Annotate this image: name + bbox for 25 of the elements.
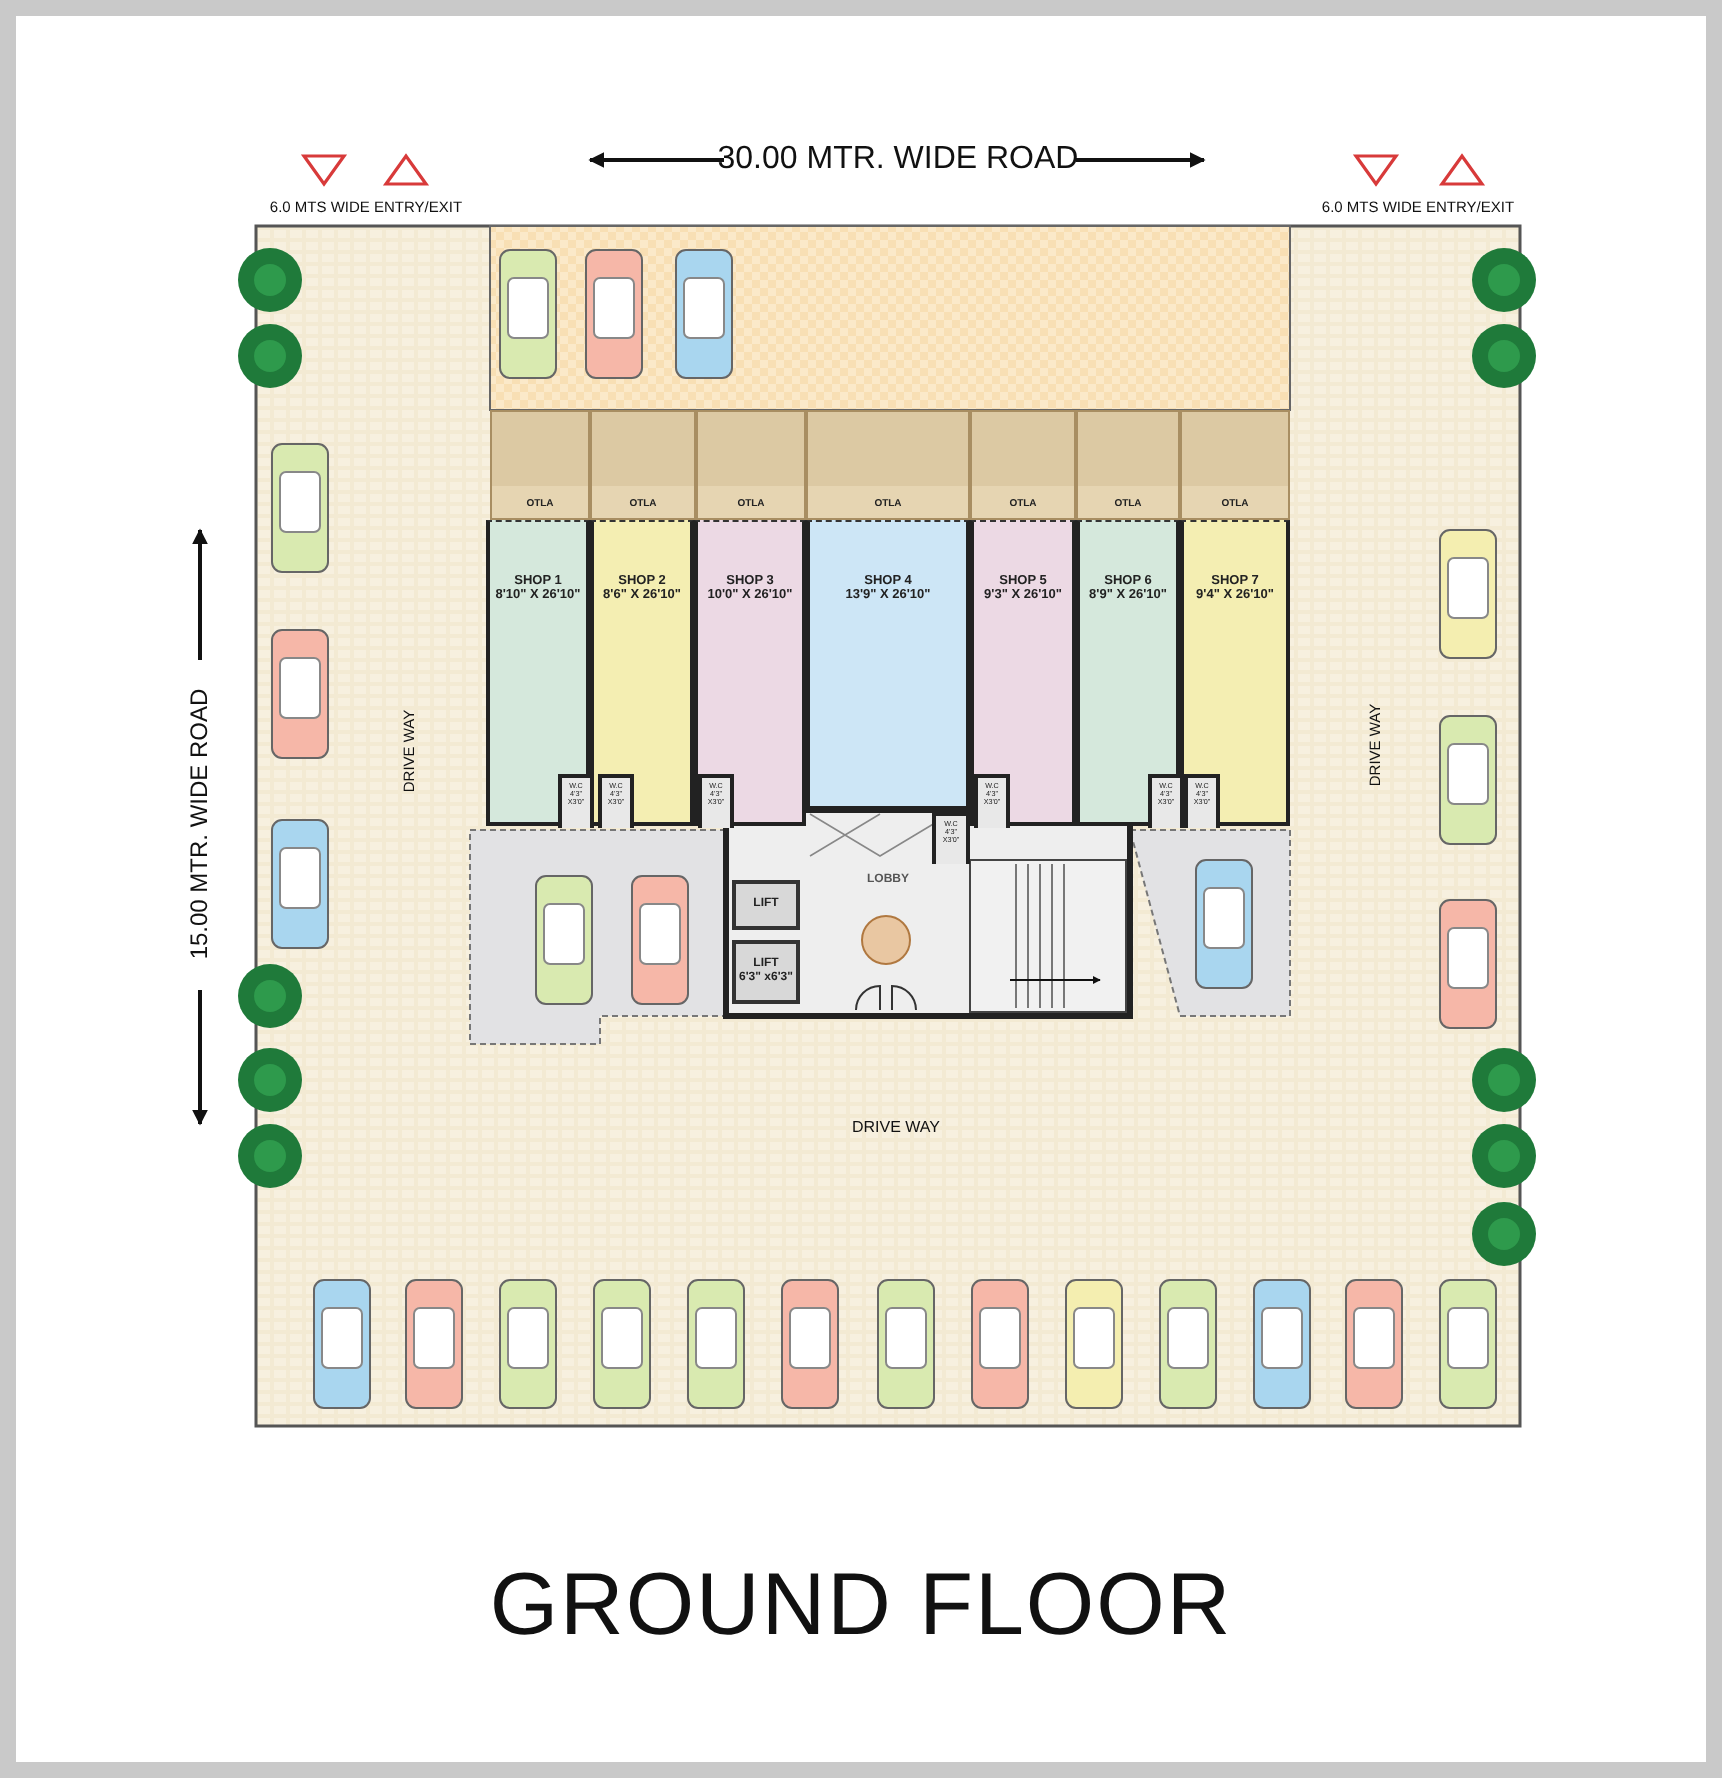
lift-shaft <box>732 880 800 930</box>
shop-unit <box>694 520 806 826</box>
toilet-room <box>698 774 734 828</box>
otla-area <box>490 410 590 520</box>
shop-unit <box>1076 520 1180 826</box>
shop-unit <box>590 520 694 826</box>
toilet-room <box>598 774 634 828</box>
otla-area <box>696 410 806 520</box>
shop-unit <box>486 520 590 826</box>
otla-area <box>590 410 696 520</box>
shop-unit <box>806 520 970 810</box>
lift-shaft <box>732 940 800 1004</box>
shop-unit <box>1180 520 1290 826</box>
road-label: 30.00 MTR. WIDE ROAD <box>717 142 1079 178</box>
otla-area <box>806 410 970 520</box>
toilet-room <box>974 774 1010 828</box>
title: GROUND FLOOR <box>487 1556 1235 1656</box>
toilet-room <box>932 812 970 864</box>
otla-area <box>1076 410 1180 520</box>
toilet-room <box>1184 774 1220 828</box>
otla-area <box>1180 410 1290 520</box>
otla-area <box>970 410 1076 520</box>
shop-unit <box>970 520 1076 826</box>
road-label: 15.00 MTR. WIDE ROAD <box>186 688 214 960</box>
driveway-label: DRIVE WAY <box>851 1117 940 1135</box>
